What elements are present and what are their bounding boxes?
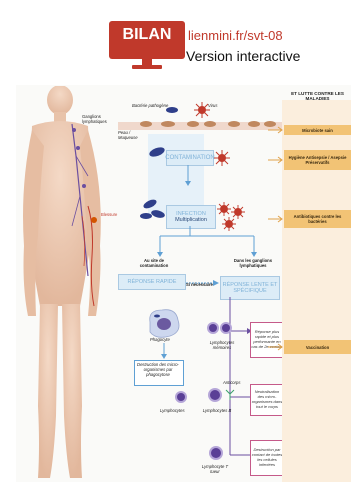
- lymph-b-label: Lymphocytes B: [202, 408, 232, 413]
- lymph-mem-label: Lymphocytes mémoires: [202, 340, 242, 350]
- tag-vaccination: Vaccination: [284, 340, 351, 354]
- destr-contact-label: Destruction par contact de toutes les ce…: [251, 448, 283, 467]
- tag-arrows: [268, 126, 284, 356]
- prevention-title: ET LUTTE CONTRE LES MALADIES: [284, 91, 351, 102]
- if-needed-label: Si nécessaire: [186, 282, 213, 287]
- virus-icon: [214, 150, 230, 166]
- skin-label: Peau / Muqueuse: [118, 130, 144, 140]
- destruction-phago-label: Destruction des micro-organismes par pha…: [136, 362, 180, 377]
- tag-microbiote-label: Microbiote sain: [302, 128, 333, 133]
- multiplication-label: Multiplication: [175, 217, 207, 223]
- lymphocytes-label: Lymphocytes: [160, 408, 185, 413]
- b-lymph-icon: [206, 386, 238, 404]
- lienmini-link[interactable]: lienmini.fr/svt-08: [188, 28, 283, 43]
- destr-contact-box: Destruction par contact de toutes les ce…: [250, 440, 284, 476]
- bilan-label: BILAN: [113, 26, 181, 44]
- neutral-label: Neutralisation des micro-organismes dans…: [251, 390, 283, 409]
- contamination-box: CONTAMINATION: [166, 150, 214, 166]
- tag-microbiote: Microbiote sain: [284, 125, 351, 135]
- virus-label: Virus: [208, 103, 217, 108]
- lymphocyte-icon: [174, 390, 188, 404]
- t-killer-icon: [206, 444, 226, 462]
- tag-hygiene: Hygiène Antisepsie / Asepsie Préservatif…: [284, 150, 351, 170]
- site-label: Au site de contamination: [134, 258, 174, 268]
- phagocyte-icon: [144, 306, 184, 340]
- rapid-response-label: RÉPONSE RAPIDE: [128, 279, 177, 285]
- ganglions-label: Ganglions lymphatiques: [82, 114, 116, 124]
- phagocyte-label: Phagocyte: [150, 337, 170, 342]
- tag-antibiotiques: Antibiotiques contre les bactéries: [284, 210, 351, 228]
- version-interactive: Version interactive: [186, 48, 300, 64]
- tag-hygiene-label: Hygiène Antisepsie / Asepsie Préservatif…: [284, 155, 351, 165]
- neutral-box: Neutralisation des micro-organismes dans…: [250, 384, 284, 416]
- body-illustration: [14, 86, 124, 482]
- memory-lymph-icon: [206, 320, 236, 336]
- rapid-response-box: RÉPONSE RAPIDE: [118, 274, 186, 290]
- anticorps-label: Anticorps: [223, 380, 240, 385]
- tag-vaccination-label: Vaccination: [306, 345, 329, 350]
- blessure-label: Blessure: [101, 212, 117, 217]
- contamination-label: CONTAMINATION: [165, 155, 214, 161]
- arrow-down-phago: [160, 343, 168, 359]
- tag-antibiotiques-label: Antibiotiques contre les bactéries: [284, 214, 351, 224]
- lymph-t-label: Lymphocyte T tueur: [200, 464, 230, 474]
- arrow-down: [184, 165, 192, 187]
- bacteria-label: Bactérie pathogène: [132, 103, 168, 108]
- branch-arrows: [146, 226, 266, 260]
